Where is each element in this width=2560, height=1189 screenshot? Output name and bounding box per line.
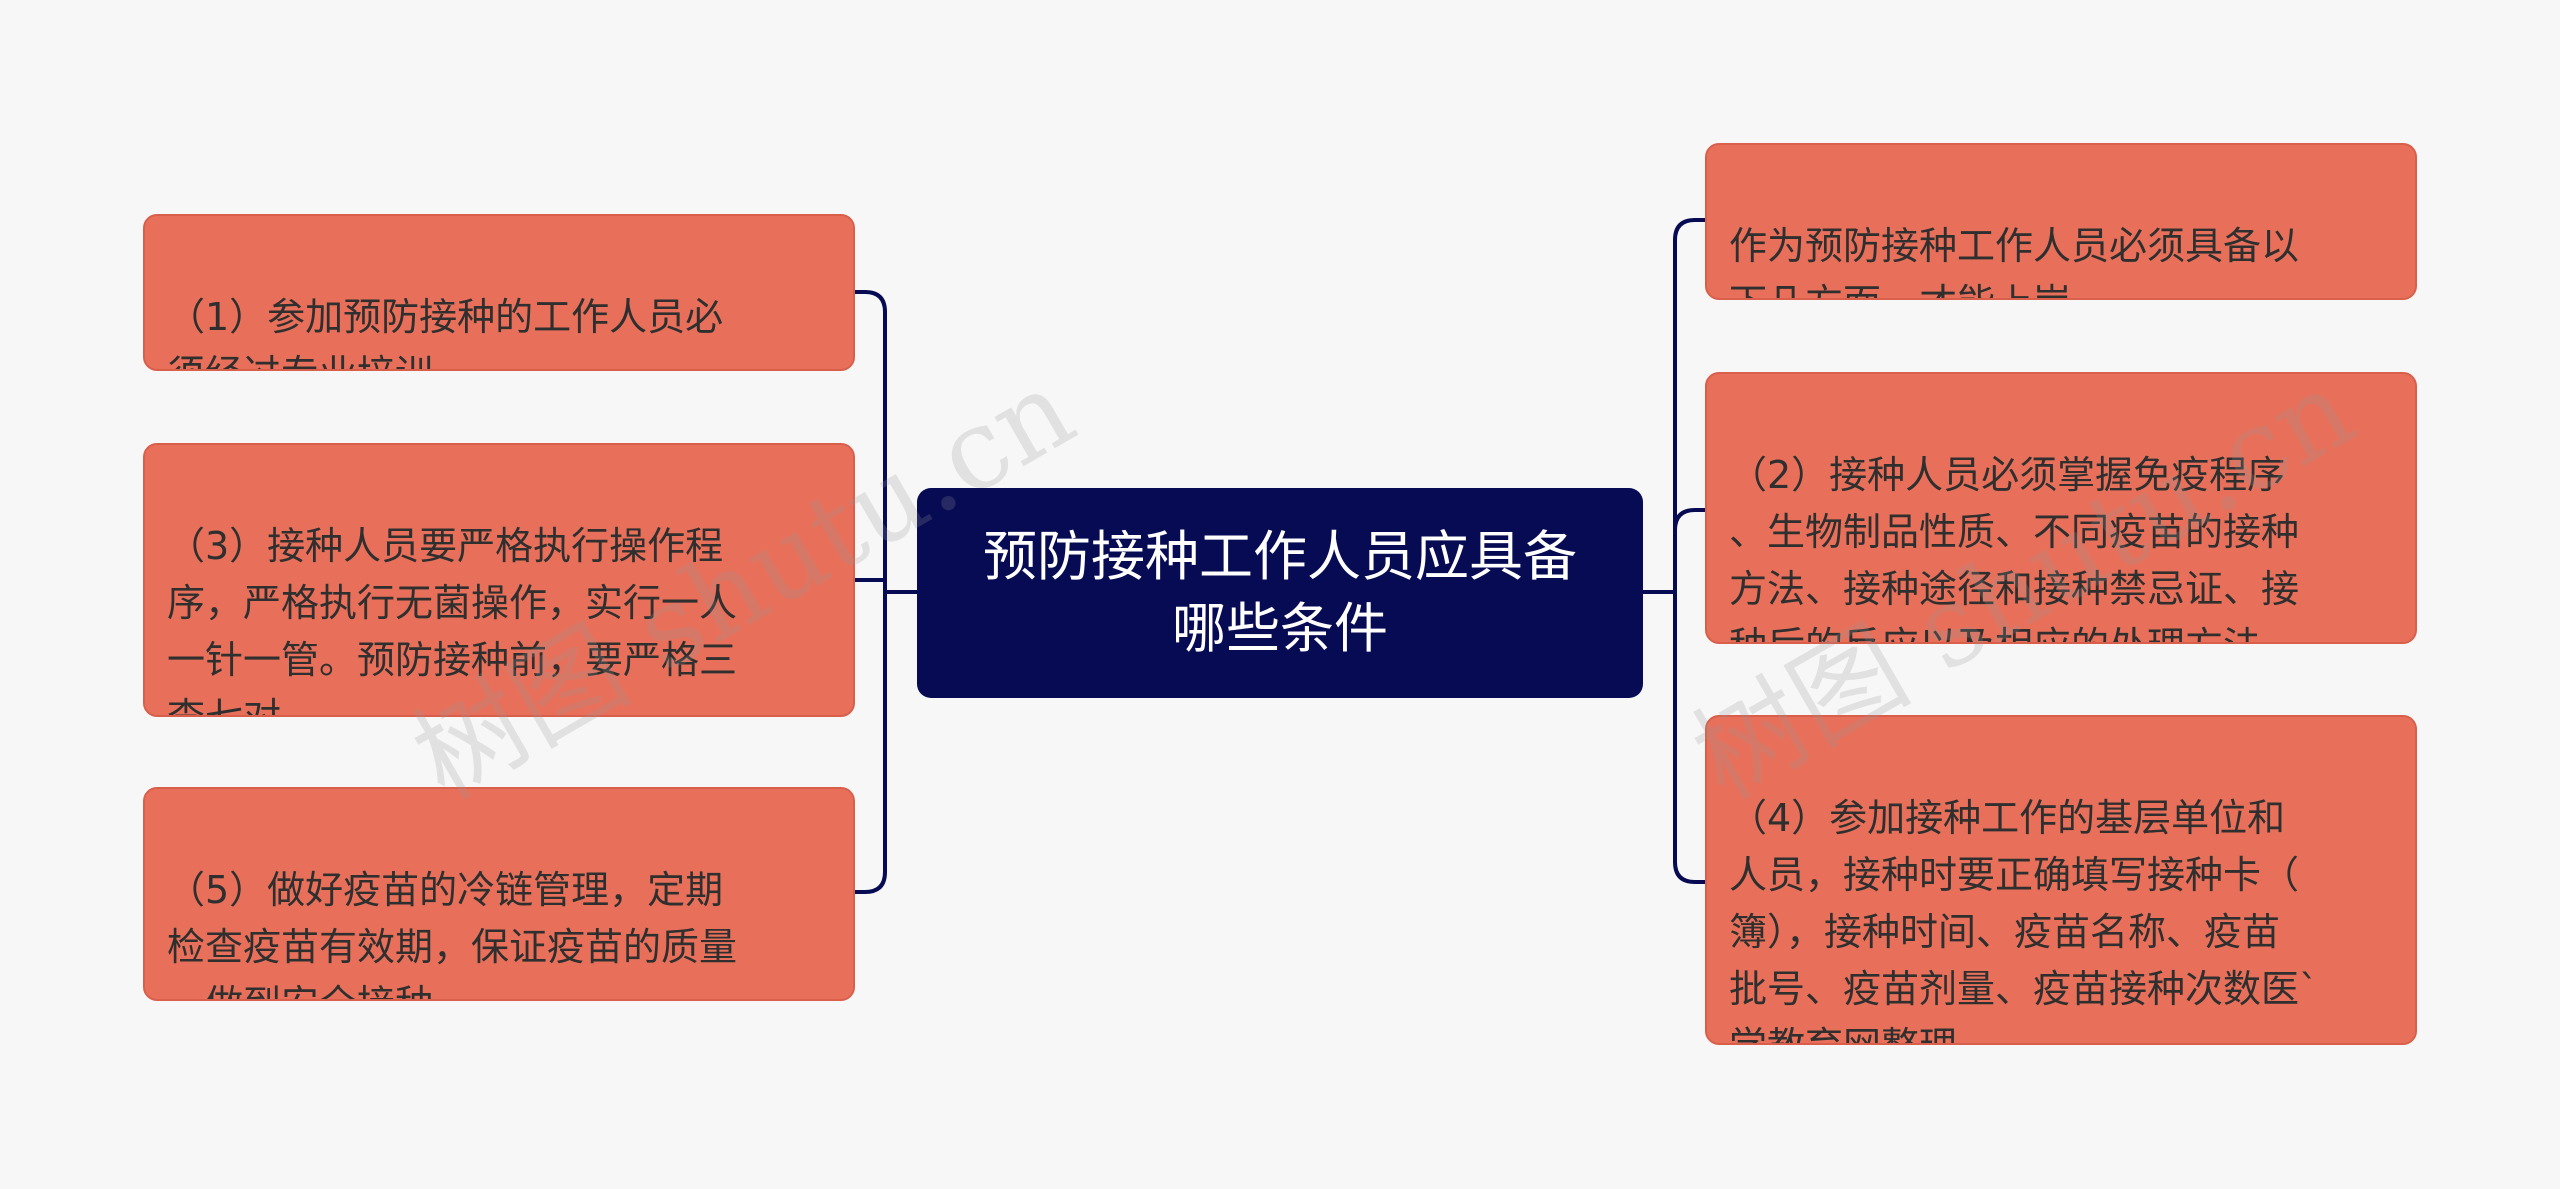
connector-left-3 — [853, 590, 887, 894]
left-topic-1[interactable]: （1）参加预防接种的工作人员必 须经过专业培训。 — [143, 214, 855, 371]
right-topic-1-label: 作为预防接种工作人员必须具备以 下几方面，才能上岗。 — [1729, 224, 2300, 298]
root-topic[interactable]: 预防接种工作人员应具备 哪些条件 — [917, 488, 1643, 698]
root-topic-label: 预防接种工作人员应具备 哪些条件 — [983, 525, 1577, 660]
right-topic-2[interactable]: （2）接种人员必须掌握免疫程序 、生物制品性质、不同疫苗的接种 方法、接种途径和… — [1705, 372, 2417, 644]
connector-right-1 — [1673, 218, 1707, 594]
right-topic-2-label: （2）接种人员必须掌握免疫程序 、生物制品性质、不同疫苗的接种 方法、接种途径和… — [1729, 453, 2300, 642]
connector-right-3 — [1673, 590, 1707, 884]
right-topic-1[interactable]: 作为预防接种工作人员必须具备以 下几方面，才能上岗。 — [1705, 143, 2417, 300]
left-topic-2[interactable]: （3）接种人员要严格执行操作程 序，严格执行无菌操作，实行一人 一针一管。预防接… — [143, 443, 855, 717]
right-topic-3-label: （4）参加接种工作的基层单位和 人员，接种时要正确填写接种卡（ 簿），接种时间、… — [1729, 796, 2319, 1043]
connector-left-1 — [853, 290, 887, 594]
left-topic-2-label: （3）接种人员要严格执行操作程 序，严格执行无菌操作，实行一人 一针一管。预防接… — [167, 524, 738, 717]
left-topic-1-label: （1）参加预防接种的工作人员必 须经过专业培训。 — [167, 295, 724, 369]
left-topic-3[interactable]: （5）做好疫苗的冷链管理，定期 检查疫苗有效期，保证疫苗的质量 ，做到安全接种。 — [143, 787, 855, 1001]
connector-right-2 — [1673, 508, 1707, 594]
right-topic-3[interactable]: （4）参加接种工作的基层单位和 人员，接种时要正确填写接种卡（ 簿），接种时间、… — [1705, 715, 2417, 1045]
left-topic-3-label: （5）做好疫苗的冷链管理，定期 检查疫苗有效期，保证疫苗的质量 ，做到安全接种。 — [167, 868, 738, 999]
